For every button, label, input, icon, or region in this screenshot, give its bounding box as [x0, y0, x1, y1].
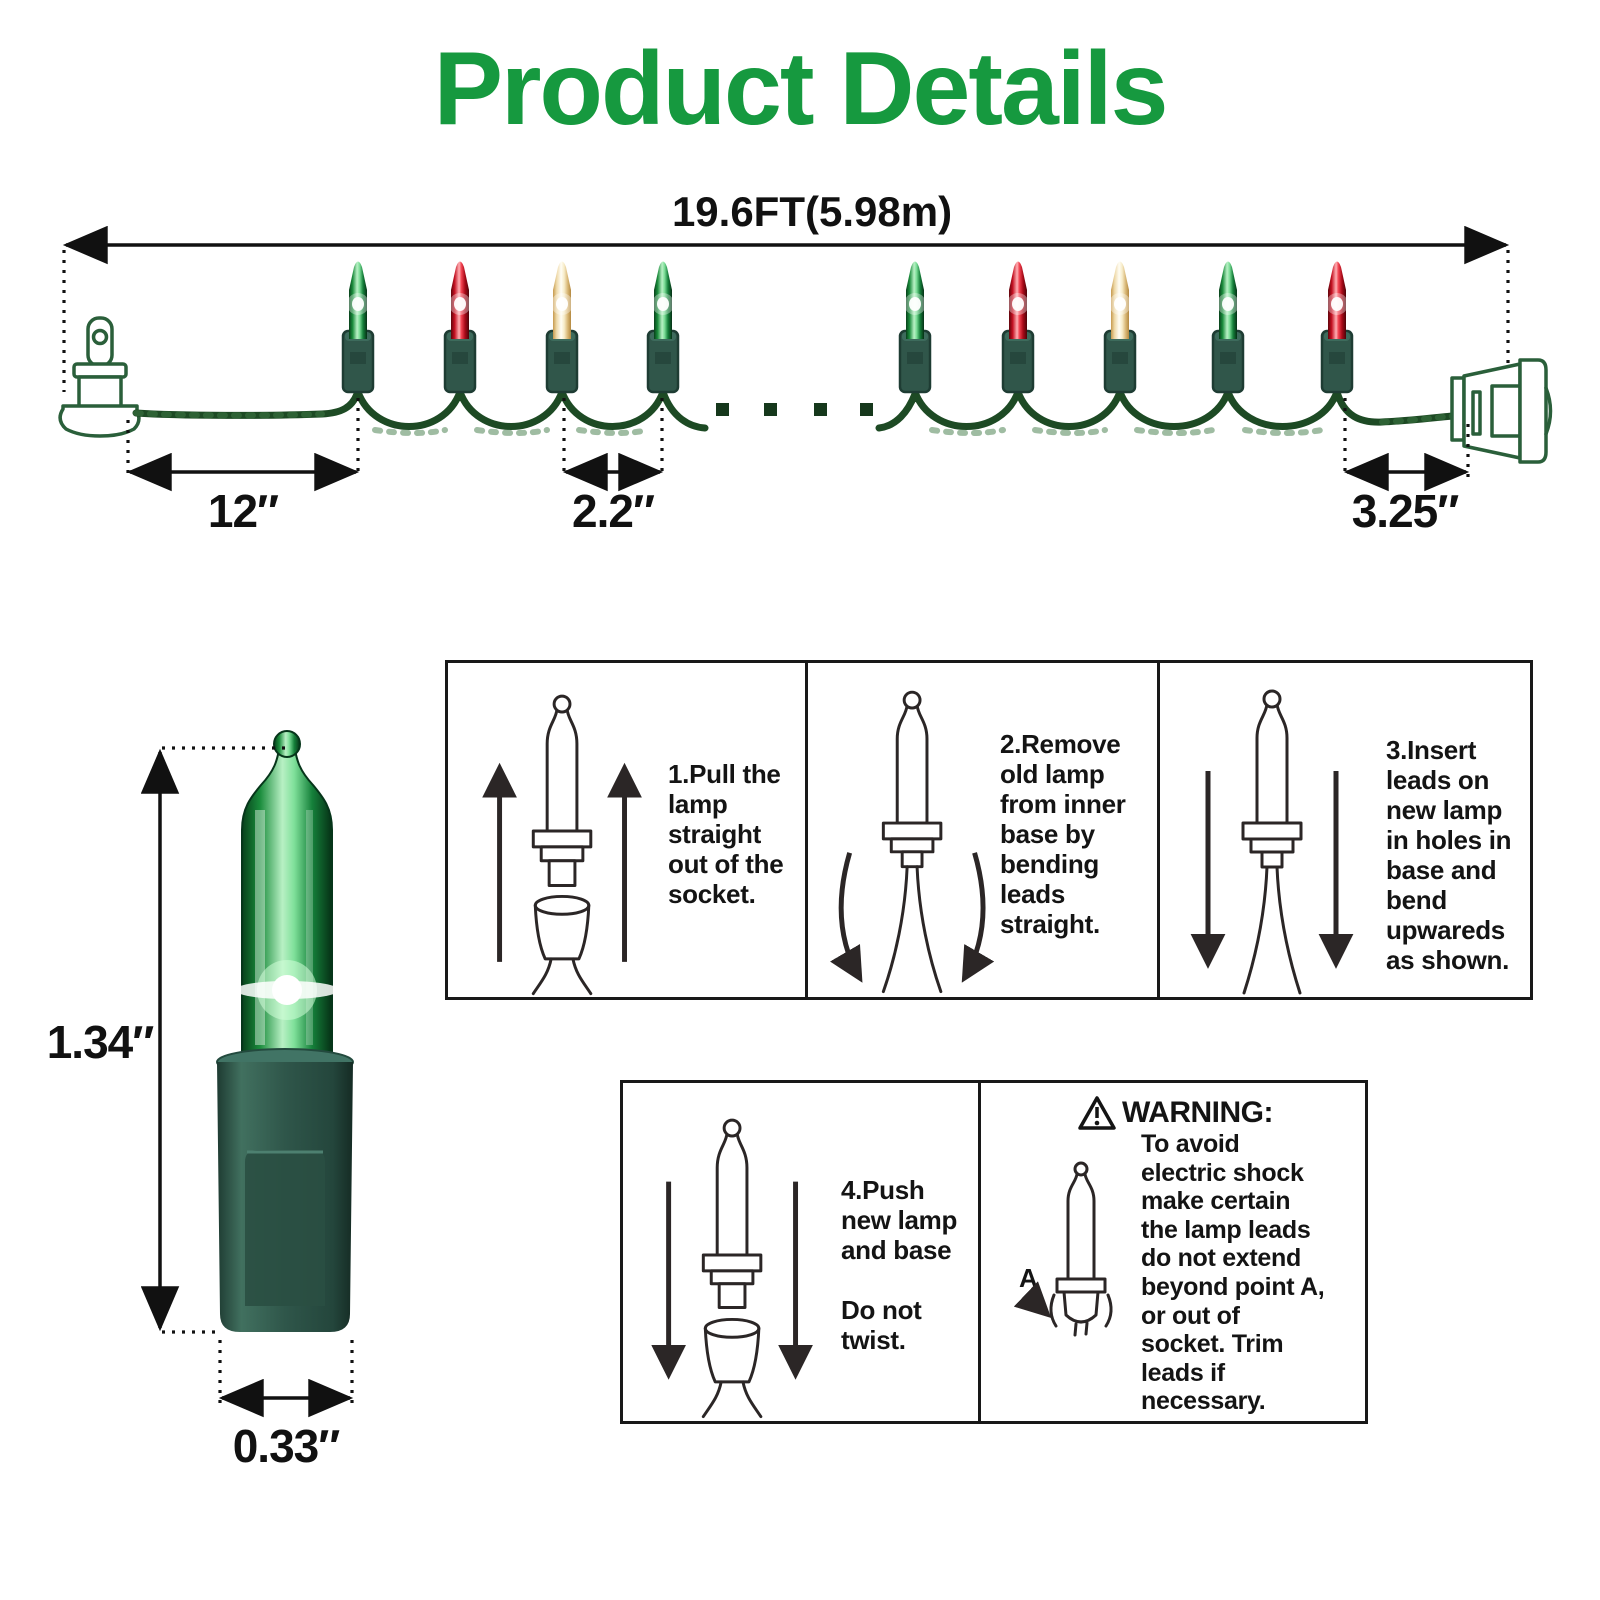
warning-text: To avoid electric shock make certain the…: [1141, 1130, 1325, 1416]
step-4-panel: 4.Push new lamp and base Do not twist.: [623, 1083, 981, 1421]
step-1-text: 1.Pull the lamp straight out of the sock…: [668, 759, 784, 909]
string-lights-diagram: 19.6FT(5.98m): [58, 188, 1553, 537]
bulb-closeup-diagram: 1.34″ 0.33″: [47, 730, 354, 1472]
dim-2-2-label: 2.2″: [572, 485, 655, 537]
page-title: Product Details: [433, 31, 1169, 147]
curved-down-arrow-icon: [961, 852, 995, 983]
dimension-12in: 12″: [126, 398, 360, 537]
mini-bulb-3: [545, 260, 579, 394]
continuation-dots: [716, 403, 873, 416]
point-a-label: A: [1019, 1263, 1038, 1293]
width-label: 0.33″: [233, 1420, 341, 1472]
step-2-text: 2.Remove old lamp from inner base by ben…: [1000, 729, 1126, 939]
warning-diagram: A: [1013, 1161, 1113, 1337]
dim-12-label: 12″: [208, 485, 279, 537]
mini-bulb-9: [1320, 260, 1354, 394]
step-4-text: 4.Push new lamp and base Do not twist.: [841, 1175, 958, 1355]
step-2-diagram: [830, 690, 995, 994]
mini-bulb-7: [1103, 260, 1137, 394]
mini-bulb-8: [1211, 260, 1245, 394]
step-3-diagram: [1190, 689, 1354, 995]
mini-bulb-1: [341, 260, 375, 394]
step-3-panel: 3.Insert leads on new lamp in holes in b…: [1160, 663, 1530, 997]
green-wire: [132, 388, 1456, 436]
warning-header: WARNING:: [1077, 1095, 1273, 1131]
dimension-3-25in: 3.25″: [1343, 398, 1470, 537]
warning-title: WARNING:: [1122, 1096, 1273, 1129]
step-4-diagram: [651, 1118, 813, 1419]
height-label: 1.34″: [47, 1016, 155, 1068]
closeup-height-dimension: 1.34″: [47, 746, 288, 1334]
curved-down-arrow-icon: [830, 852, 863, 983]
closeup-bulb-base: [216, 1048, 354, 1332]
step-2-panel: 2.Remove old lamp from inner base by ben…: [808, 663, 1160, 997]
male-plug: [58, 316, 141, 438]
total-length-label: 19.6FT(5.98m): [672, 188, 952, 235]
closeup-width-dimension: 0.33″: [218, 1340, 354, 1472]
mini-bulb-2: [443, 260, 477, 394]
mini-bulb-4: [646, 260, 680, 394]
mini-bulb-5: [898, 260, 932, 394]
mini-bulb-6: [1001, 260, 1035, 394]
step-1-panel: 1.Pull the lamp straight out of the sock…: [448, 663, 808, 997]
instructions-row-1: 1.Pull the lamp straight out of the sock…: [445, 660, 1533, 1000]
mini-bulbs: [341, 260, 1354, 394]
step-3-text: 3.Insert leads on new lamp in holes in b…: [1386, 735, 1512, 975]
dim-3-25-label: 3.25″: [1352, 485, 1460, 537]
instructions-row-2: 4.Push new lamp and base Do not twist. A: [620, 1080, 1368, 1424]
warning-panel: A WARNING: To avoid electric shock make …: [981, 1083, 1365, 1421]
dimension-2-2in: 2.2″: [562, 398, 664, 537]
step-1-diagram: [482, 694, 642, 996]
closeup-bulb-glass: [235, 730, 339, 1053]
female-end-connector: [1450, 358, 1553, 464]
warning-triangle-icon: [1078, 1096, 1116, 1130]
point-a-arrow-icon: [1013, 1281, 1052, 1319]
